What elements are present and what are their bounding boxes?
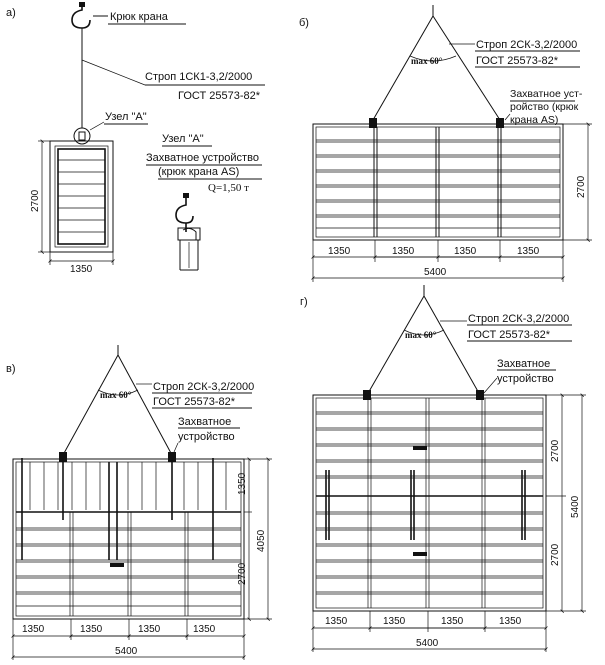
- panel-a-label: а): [6, 7, 16, 19]
- panel-v-total-height-dim: 4050: [256, 529, 267, 552]
- panel-v-upper-dim: 1350: [237, 472, 248, 495]
- panel-b-device-2: ройство (крюк: [510, 101, 579, 113]
- panel-g-seg-4: 1350: [499, 616, 522, 627]
- panel-b-sling-label: Строп 2СК-3,2/2000: [476, 39, 577, 51]
- panel-b-gost: ГОСТ 25573-82*: [476, 55, 559, 67]
- panel-b-seg-2: 1350: [392, 246, 415, 257]
- panel-v-seg-2: 1350: [80, 624, 103, 635]
- node-a-circle: [73, 127, 91, 145]
- panel-a: а) Крюк крана Строп 1СК1-3,2/2000 ГОСТ 2…: [6, 2, 265, 275]
- crane-hook-icon: [71, 2, 91, 29]
- panel-b-body: [312, 123, 564, 241]
- panel-v-sling-right: [117, 354, 173, 456]
- panel-g: г) max 60° Строп 2СК-3,2/2000 ГОСТ 25573…: [300, 285, 586, 652]
- panel-v-device-2: устройство: [178, 431, 235, 443]
- panel-v-lower-dim: 2700: [237, 562, 248, 585]
- panel-g-total: 5400: [416, 638, 439, 649]
- panel-b: б) max 60° Строп 2СК-3,2/2000 ГОСТ 25573…: [299, 5, 592, 282]
- panel-b-label: б): [299, 17, 309, 29]
- panel-b-device-1: Захватное уст-: [510, 88, 583, 100]
- panel-v-seg-1: 1350: [22, 624, 45, 635]
- panel-g-upper-dim: 2700: [550, 439, 561, 462]
- panel-g-body: [312, 394, 547, 612]
- panel-b-angle: max 60°: [411, 56, 443, 66]
- panel-g-lower-dim: 2700: [550, 543, 561, 566]
- detail-load: Q=1,50 т: [208, 182, 249, 194]
- sling-leader: [81, 59, 146, 86]
- detail-hook-icon: [175, 193, 201, 271]
- panel-b-height-dim: 2700: [576, 175, 587, 198]
- panel-g-gost: ГОСТ 25573-82*: [468, 329, 551, 341]
- hook-label: Крюк крана: [110, 11, 169, 23]
- panel-g-seg-1: 1350: [325, 616, 348, 627]
- panel-v-device-1: Захватное: [178, 416, 231, 428]
- panel-v-angle: max 60°: [100, 390, 132, 400]
- panel-v-label: в): [6, 363, 16, 375]
- sling-label: Строп 1СК1-3,2/2000: [145, 71, 252, 83]
- detail-device-2: (крюк крана AS): [158, 166, 239, 178]
- panel-b-sling-right: [432, 15, 501, 121]
- detail-device: Захватное устройство: [146, 152, 259, 164]
- panel-g-seg-3: 1350: [441, 616, 464, 627]
- panel-g-label: г): [300, 296, 308, 308]
- panel-v-gost: ГОСТ 25573-82*: [153, 396, 236, 408]
- panel-g-sling-label: Строп 2СК-3,2/2000: [468, 313, 569, 325]
- panel-b-device-3: крана AS): [510, 114, 558, 126]
- panel-v-seg-3: 1350: [138, 624, 161, 635]
- panel-v-sling-left: [62, 354, 119, 456]
- panel-g-angle: max 60°: [405, 330, 437, 340]
- panel-g-sling-left: [366, 295, 425, 396]
- detail-title: Узел "А": [162, 133, 204, 145]
- panel-v: в) max 60° Строп 2СК-3,2/2000 ГОСТ 25573…: [6, 345, 272, 660]
- panel-a-body: [49, 140, 114, 253]
- panel-a-height-dim: 2700: [30, 189, 41, 212]
- panel-b-total: 5400: [424, 267, 447, 278]
- panel-g-seg-2: 1350: [383, 616, 406, 627]
- panel-v-body: [12, 458, 245, 620]
- panel-v-total: 5400: [115, 646, 138, 657]
- panel-g-device-1: Захватное: [497, 358, 550, 370]
- panel-b-seg-4: 1350: [517, 246, 540, 257]
- sling-gost: ГОСТ 25573-82*: [178, 90, 261, 102]
- panel-g-total-height-dim: 5400: [570, 495, 581, 518]
- panel-g-device-2: устройство: [497, 373, 554, 385]
- node-a-label: Узел "А": [105, 111, 147, 123]
- panel-v-seg-4: 1350: [193, 624, 216, 635]
- panel-v-sling-label: Строп 2СК-3,2/2000: [153, 381, 254, 393]
- panel-g-sling-right: [423, 295, 481, 396]
- panel-b-seg-3: 1350: [454, 246, 477, 257]
- panel-b-sling-left: [372, 15, 434, 121]
- panel-a-width-dim: 1350: [70, 264, 93, 275]
- panel-b-seg-1: 1350: [328, 246, 351, 257]
